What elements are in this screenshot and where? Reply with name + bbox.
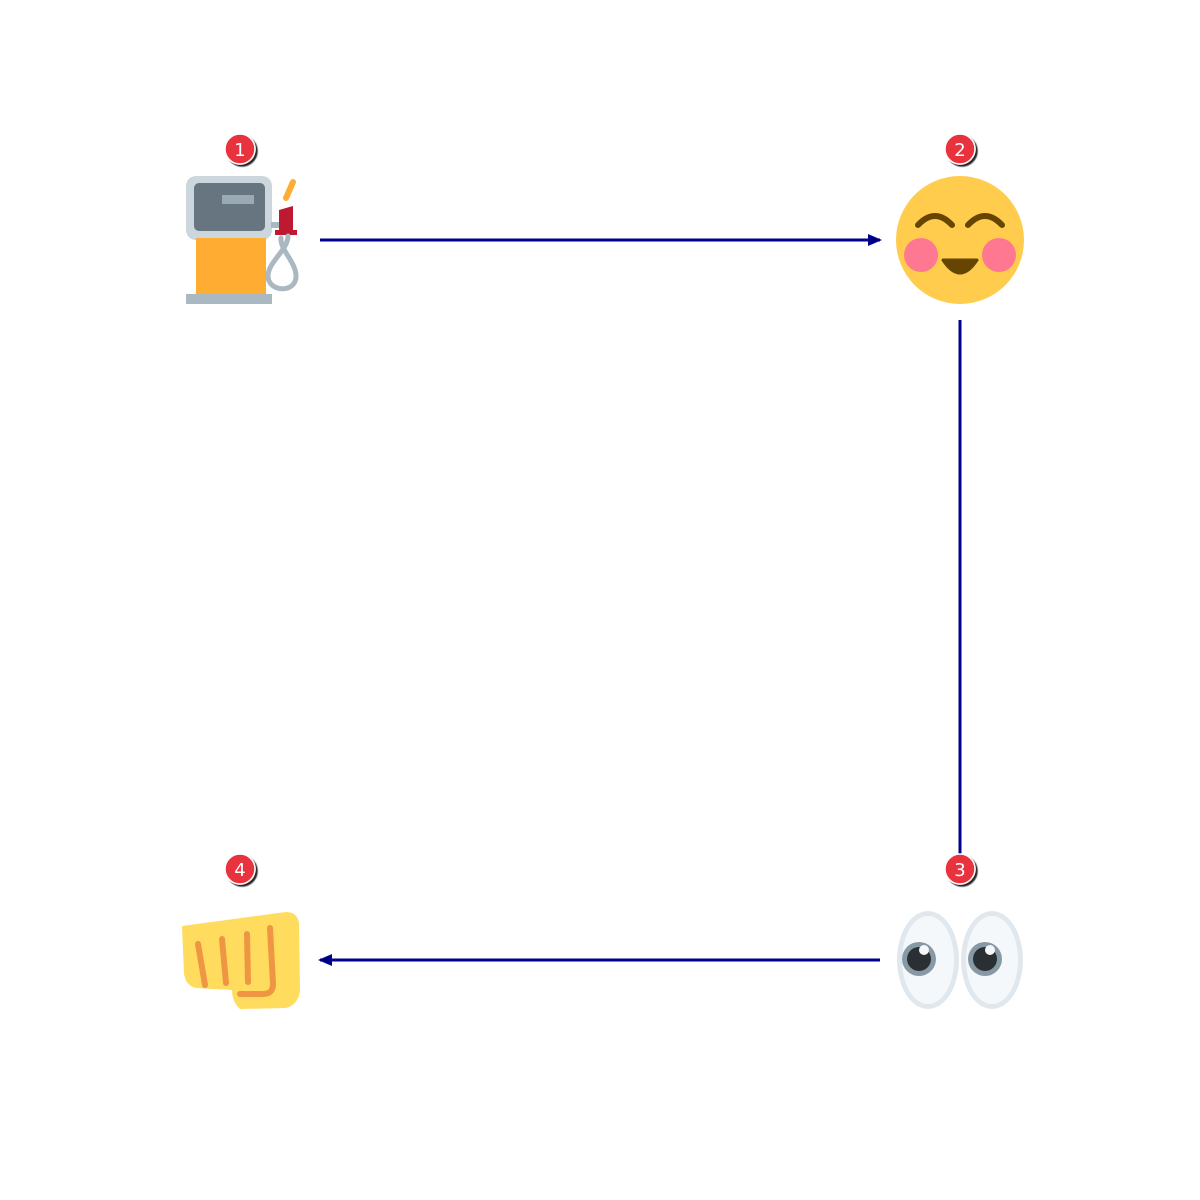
node-badge-1-label: 1 [234,140,245,161]
node-badge-2: 2 [944,133,976,165]
node-1: 1 [186,133,299,304]
node-badge-4: 4 [224,853,256,885]
smiling-face-with-blush-icon [896,176,1024,304]
node-badge-1: 1 [224,133,256,165]
node-badge-2-label: 2 [954,140,965,161]
node-badge-4-label: 4 [234,860,245,881]
node-2: 2 [896,133,1024,304]
fuel-pump-icon [186,176,299,304]
node-4: 4 [182,853,300,1009]
oncoming-fist-icon [182,912,300,1009]
node-3: 3 [897,853,1023,1009]
node-badge-3-label: 3 [954,860,965,881]
eyes-icon [897,911,1023,1009]
node-badge-3: 3 [944,853,976,885]
